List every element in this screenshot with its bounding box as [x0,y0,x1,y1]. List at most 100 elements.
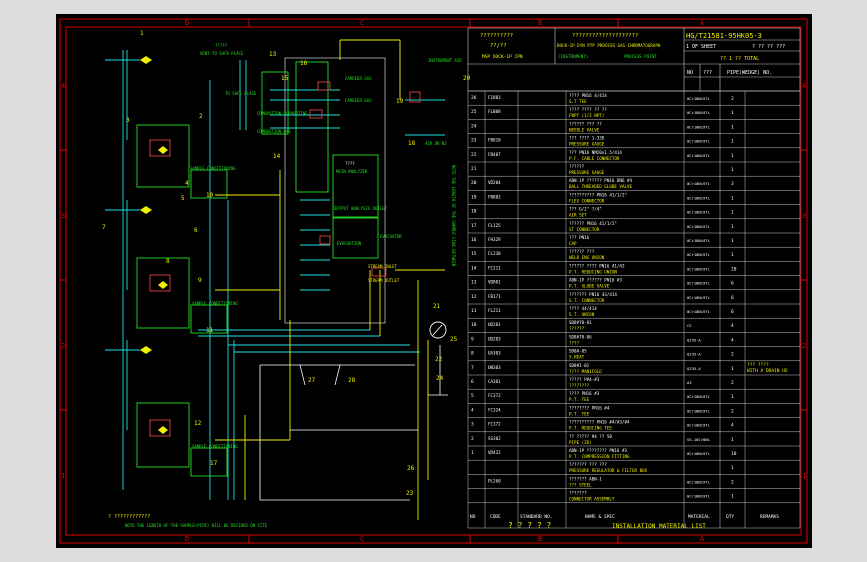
bom-cell-spec: ?????? ??? [569,249,595,254]
bom-cell-qty: 3 [731,181,734,187]
schematic-labels: VENT TO SAFE PLACE ????? CARRIER GAS CAR… [108,43,462,528]
bom-footer-no: NO [470,514,476,520]
bom-cell-spec-en: P.T. GLOBE VALVE [569,284,610,289]
label-bottom-note-cn: ? ???????????? [108,514,150,520]
bom-cell-material: 0Cr18Ni9Ti [687,494,711,499]
bom-cell-qty: 1 [731,139,734,145]
row-right-4: 4 [802,82,806,90]
label-stream-inlet: STREAM INLET [368,264,397,269]
bom-footer-qty: QTY [726,514,734,520]
bom-cell-qty: 1 [731,224,734,230]
title-left-top: ?????????? [480,33,513,39]
bom-cell-spec: ??? PN16 NM20x1.5/414 [569,150,622,155]
zone-bottom-c: C [360,535,364,543]
row-left-1: 1 [61,472,65,480]
bom-cell-spec: ??????? ABN-1 [569,476,602,481]
bom-cell-material: 0Cr18Ni9Ti [687,110,711,115]
bom-cell-spec-en: P.T. TEE [569,411,590,416]
bom-cell-qty: 2 [731,352,734,358]
item-balloon: 24 [436,375,444,382]
bom-cell-spec-en: WELD ENS UNION [569,255,605,260]
pressure-gauge [429,321,447,339]
bom-cell-spec-en: PIPE (2D) [569,440,592,445]
bom-cell-material: 0Cr18Ni9Ti [687,96,711,101]
bom-cell-material: 0Cr18Ni9Ti [687,423,711,428]
bom-cell-no: 4 [471,407,474,413]
bom-cell-spec: ??? ???? 1-33D [569,136,605,141]
bom-cell-qty: 1 [731,210,734,216]
sample-unit-3 [136,402,190,468]
sheet-left: 1 OF SHEET [686,44,716,50]
bom-cell-material: 0Cr18Ni9Ti [687,451,711,456]
side-note-line2: WITH A DRAIN HS [747,368,788,374]
row-left-4: 4 [61,82,65,90]
sheet-right: ? ?? ?? ??? [752,44,785,50]
bom-cell-code: VD204 [488,180,501,185]
bom-cell-spec: ???????? PN16 #4 [569,405,610,410]
side-note: ??? ???? WITH A DRAIN HS [747,362,788,374]
bom-cell-material: Q235-A [687,337,701,342]
label-main-analyzer: MAIN ANALYZER [336,169,368,174]
bom-cell-spec-en: PRESSURE GAUGE [569,142,605,147]
item-balloon: 20 [463,75,471,82]
item-balloon: 26 [407,465,415,472]
bom-cell-qty: 4 [731,323,734,329]
bom-cell-spec-en: P.T. REDUCING TEE [569,426,612,431]
bom-footer-code: CODE [490,514,501,520]
bom-cell-spec: SD8#70-06 [569,334,592,339]
row-left-3: 3 [61,212,65,220]
bom-cell-spec: ?????????? PN16 41/1/2" [569,192,627,197]
bom-cell-no: 18 [471,209,477,215]
bom-cell-code: FC211 [488,265,501,270]
bom-cell-material: 0Cr18Ni9Ti [687,181,711,186]
bom-footer-material: MATERIAL [688,514,710,520]
bom-cell-spec: SD8#70-01 [569,320,592,325]
sample-unit-2 [136,257,190,329]
gas-panel-box [295,61,329,193]
regulator-box [261,71,289,135]
bom-cell-spec-en: PRESSURE GAUGE [569,170,605,175]
bom-cell-spec-en: AIR SET [569,213,587,218]
zone-top-c: C [360,19,364,27]
bom-cell-material: 0Cr18Ni9Ti [687,238,711,243]
bom-cell-spec: ABN-1P ?????? PN16 #3 [569,278,622,283]
bom-cell-no: 19 [471,194,477,200]
bom-cell-qty: 20 [731,266,737,272]
bom-cell-code: VD422 [488,450,501,455]
item-balloon: 25 [450,336,458,343]
bom-cell-spec-en: CONNECTOR ASSEMBLY [569,497,615,502]
bom-cell-no: 3 [471,422,474,428]
item-balloon: 2 [199,113,203,120]
item-balloon: 5 [181,195,185,202]
bom-cell-no: 16 [471,237,477,243]
bom-cell-spec-en: S.T. UNION [569,312,595,317]
label-air-or-n2: AIR OR N2 [425,141,447,146]
bom-cell-spec: ???? 44/414 [569,306,597,311]
bom-cell-qty: 1 [731,366,734,372]
bom-cell-qty: 2 [731,479,734,485]
label-stream-outlet: STREAM OUTLET [368,278,400,283]
row-left-2: 2 [61,342,65,350]
label-instrument-air: INSTRUMENT AIR [428,58,462,63]
item-balloon: 4 [185,180,189,187]
bom-cell-no: 11 [471,308,477,314]
bom-cell-spec: ??????? [569,491,587,496]
title-center-top: ???????????????????? [572,33,638,39]
label-carrier-gas: CARRIER GAS [345,76,372,81]
label-sample-conditioning-1: SAMPLE CONDITIONING [190,166,236,171]
bom-cell-spec: ?????? ??? ?? [569,121,602,126]
item-balloon: 9 [198,277,202,284]
item-balloon: 3 [126,117,130,124]
bom-cell-spec-en: ??? STEEL [569,482,592,487]
bom-cell-qty: 1 [731,238,734,244]
bom-cell-spec: SD8#1-01 [569,363,590,368]
bom-cell-qty: 1 [731,252,734,258]
bom-footer-std: STANDARD NO. [520,514,553,520]
bom-header-qty: ??? [703,70,712,76]
bom-cell-spec-en: ST CONNECTOR [569,227,600,232]
bom-cell-spec: ?????? ???? PN16 41/43 [569,263,625,268]
schematic [105,39,448,520]
sample-unit-1 [136,124,190,188]
bom-cell-spec: ????? P#4-#3 [569,377,600,382]
